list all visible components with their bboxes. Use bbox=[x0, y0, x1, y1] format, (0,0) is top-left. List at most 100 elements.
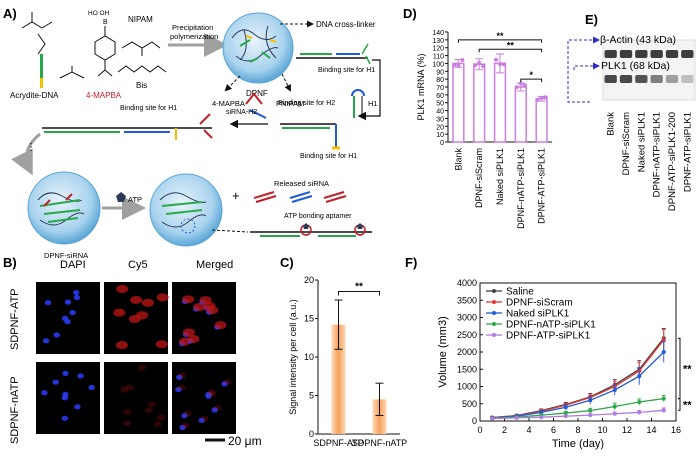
cy5-signal bbox=[214, 321, 227, 330]
y-tick-label: 30 bbox=[436, 116, 444, 123]
data-point bbox=[588, 398, 593, 403]
lane-label: Blank bbox=[606, 112, 617, 136]
legend-entry: DPNF-ATP-siPLK1 bbox=[506, 331, 591, 342]
series-line bbox=[492, 339, 665, 419]
panel-a-label: A) bbox=[3, 6, 17, 21]
cy5-signal bbox=[223, 378, 232, 385]
data-point bbox=[563, 411, 568, 416]
cy5-signal bbox=[115, 341, 128, 350]
data-point bbox=[588, 408, 593, 413]
binding-h1-mid-label: Binding site for H1 bbox=[120, 105, 177, 112]
cy5-signal bbox=[137, 364, 146, 371]
nucleus-spot bbox=[64, 299, 72, 305]
x-category-label: DPNF-nATP-siPLK1 bbox=[516, 148, 526, 229]
blot-band bbox=[650, 50, 663, 58]
bar bbox=[331, 324, 346, 434]
significance-marker: * bbox=[529, 70, 533, 80]
dna-crosslinker-label: DNA cross-linker bbox=[316, 20, 376, 29]
y-tick-label: 1500 bbox=[457, 364, 477, 374]
data-point bbox=[661, 337, 666, 342]
dpnf-label: DPNF bbox=[246, 89, 268, 98]
released-particle bbox=[149, 173, 223, 247]
bar bbox=[514, 86, 527, 143]
significance-marker: ** bbox=[496, 31, 504, 41]
nucleus-spot bbox=[62, 391, 69, 397]
legend-marker bbox=[492, 333, 496, 337]
nucleus-spot bbox=[175, 386, 182, 393]
h1-hairpin bbox=[351, 89, 365, 118]
cy5-signal bbox=[122, 420, 131, 427]
cy5-signal bbox=[153, 421, 162, 428]
dpnf-sirna-label: DPNF-siRNA bbox=[44, 251, 88, 260]
pnipam-label: PNIPAM bbox=[276, 99, 304, 108]
cy5-signal bbox=[123, 408, 132, 415]
data-point bbox=[661, 350, 666, 354]
cy5-signal bbox=[120, 386, 129, 393]
dna-assembly-left bbox=[42, 113, 213, 140]
significance-marker: ** bbox=[683, 399, 692, 411]
legend-marker bbox=[492, 322, 496, 326]
series-line bbox=[492, 409, 664, 420]
cy5-signal bbox=[125, 384, 134, 391]
bar bbox=[473, 63, 486, 143]
nucleus-spot bbox=[61, 415, 69, 421]
dna-assembly-middle bbox=[280, 123, 340, 150]
y-tick-label: 70 bbox=[436, 85, 444, 92]
y-axis-label: Volume (mm3) bbox=[437, 316, 449, 388]
y-tick-label: 130 bbox=[432, 38, 444, 45]
x-tick-label: 10 bbox=[597, 425, 607, 435]
data-point bbox=[539, 95, 544, 100]
cy5-signal bbox=[187, 335, 200, 344]
y-tick-label: 500 bbox=[462, 399, 477, 409]
data-point bbox=[514, 415, 519, 420]
dna-strand-top bbox=[296, 43, 371, 65]
blot-band bbox=[665, 50, 679, 58]
panel-d-label: D) bbox=[403, 6, 417, 21]
precipitation-label-1: Precipitation bbox=[172, 23, 213, 32]
nucleus-spot bbox=[205, 393, 212, 399]
nucleus-spot bbox=[181, 412, 188, 419]
dpnf-sirna-particle bbox=[27, 171, 101, 245]
acrydite-dna-structure bbox=[21, 12, 53, 88]
aptamer-strand bbox=[250, 223, 372, 237]
y-tick-label: 10 bbox=[304, 352, 314, 362]
aptamer-label: ATP bonding aptamer bbox=[284, 213, 352, 220]
nucleus-spot bbox=[69, 310, 76, 316]
y-tick-label: 15 bbox=[304, 314, 314, 324]
cy5-signal bbox=[157, 414, 166, 421]
row-sdpnf-atp: SDPNF-ATP bbox=[9, 288, 21, 350]
nucleus-spot bbox=[88, 384, 95, 391]
significance-bracket bbox=[478, 48, 543, 53]
binding-h1-top-label: Binding site for H1 bbox=[318, 67, 375, 74]
blot-band bbox=[665, 75, 679, 83]
nucleus-spot bbox=[73, 294, 81, 301]
cy5-signal bbox=[113, 308, 126, 317]
data-point bbox=[481, 64, 486, 69]
y-tick-label: 100 bbox=[432, 61, 444, 68]
y-tick-label: 3500 bbox=[457, 295, 477, 305]
cy5-signal bbox=[128, 315, 141, 324]
y-tick-label: 2000 bbox=[457, 347, 477, 357]
lane-label: DPNF-siScram bbox=[621, 112, 632, 175]
series-line bbox=[492, 397, 664, 419]
blot-band bbox=[604, 50, 617, 58]
y-tick-label: 80 bbox=[436, 77, 444, 84]
x-tick-label: 2 bbox=[502, 425, 507, 435]
cy5-signal bbox=[182, 328, 195, 337]
precipitation-label-2: polymerization bbox=[170, 32, 218, 41]
data-point bbox=[460, 58, 465, 63]
data-point bbox=[494, 57, 498, 62]
bar bbox=[493, 62, 507, 143]
x-category-label: Naked siPLK1 bbox=[495, 148, 505, 205]
y-tick-label: 110 bbox=[433, 54, 444, 61]
lane-label: DPNF-ATP-siPLK1-200 bbox=[667, 112, 678, 211]
data-point bbox=[612, 387, 617, 392]
released-sirna-label: Released siRNA bbox=[274, 179, 329, 188]
x-tick-label: 4 bbox=[526, 425, 531, 435]
cy5-signal bbox=[181, 422, 190, 429]
data-point bbox=[563, 405, 568, 410]
y-tick-label: 1000 bbox=[457, 382, 477, 392]
cy5-signal bbox=[177, 384, 186, 391]
